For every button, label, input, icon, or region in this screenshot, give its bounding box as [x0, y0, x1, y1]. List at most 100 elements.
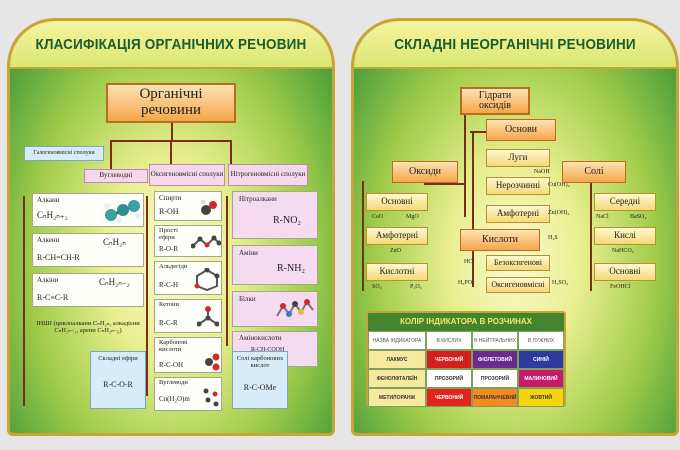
indicator-color-cell: ПРОЗОРИЙ [472, 369, 518, 388]
indicator-color-cell: СИНІЙ [518, 350, 564, 369]
alkanes-card: Алкани CₙH₂ₙ₊₂ [32, 193, 144, 227]
alkanes-label: Алкани [37, 196, 60, 204]
connector [170, 140, 172, 175]
connector [146, 196, 148, 396]
amines-card: Аміни R-NH₂ [232, 245, 318, 285]
middle-salts-box: Середні [594, 193, 656, 211]
esters-card: Складні ефіри R-C-O-R [90, 351, 146, 409]
connector [464, 105, 466, 217]
acidic-salts-box: Кислі [594, 227, 656, 245]
carboxylic-acids-formula: R-C-OH [159, 361, 184, 369]
carboxylate-salts-label: Солі карбонових кислот [236, 355, 284, 369]
oxygen-compounds-header: Оксигеновмісні сполуки [149, 164, 225, 186]
alkynes-structure: R-C≡C-R [37, 293, 69, 302]
other-hydrocarbons: ІНШІ (циклоалкани CₙH₂ₙ, алкадієни CₙH₂ₙ… [36, 320, 140, 334]
alkynes-label: Алкіни [37, 276, 59, 284]
aldehydes-label: Альдегіди [159, 263, 188, 270]
connector [472, 237, 474, 287]
carbohydrates-card: Вуглеводи Cn(H₂O)m [154, 377, 222, 411]
right-banner: СКЛАДНІ НЕОРГАНІЧНІ РЕЧОВИНИ [354, 21, 676, 69]
alkynes-formula: CₙH₂ₙ₋₂ [99, 277, 130, 287]
amines-label: Аміни [239, 249, 258, 257]
connector [362, 181, 364, 291]
indicator-table-title: КОЛІР ІНДИКАТОРА В РОЗЧИНАХ [400, 316, 532, 326]
carboxylic-acids-label: Карбонові кислоти [159, 339, 188, 353]
left-title: КЛАСИФІКАЦІЯ ОРГАНІЧНИХ РЕЧОВИН [35, 36, 307, 53]
oxygen-free-example: HCl [464, 259, 475, 265]
indicator-name-cell: ФЕНОЛФТАЛЕЇН [368, 369, 426, 388]
indicator-header-cell: В ЛУЖНИХ [518, 331, 564, 350]
indicator-color-cell: ЧЕРВОНИЙ [426, 388, 472, 407]
amphoteric-hydroxide-example: Zn(OH)₂ [548, 210, 570, 216]
alcohols-label: Спирти [159, 194, 182, 202]
ketones-label: Кетони [159, 301, 179, 308]
indicator-color-cell: ФІОЛЕТОВИЙ [472, 350, 518, 369]
amines-formula: R-NH₂ [277, 263, 305, 274]
oxygen-acid-example-2: H₂SO₄ [552, 280, 569, 286]
acidic-salt-example: NaHCO₃ [612, 248, 634, 254]
inorganic-board: СКЛАДНІ НЕОРГАНІЧНІ РЕЧОВИНИ Гідрати окс… [351, 18, 679, 436]
oxides-box: Оксиди [392, 161, 458, 183]
hydrocarbons-header: Вуглеводні [84, 169, 148, 183]
indicator-name-cell: МЕТИЛОРАНЖ [368, 388, 426, 407]
indicator-header-cell: НАЗВА ІНДИКАТОРА [368, 331, 426, 350]
alkynes-card: Алкіни CₙH₂ₙ₋₂ R-C≡C-R [32, 273, 144, 307]
indicator-color-cell: ПРОЗОРИЙ [426, 369, 472, 388]
alkenes-card: Алкени CₙH₂ₙ R-CH=CH-R [32, 233, 144, 267]
proteins-label: Білки [239, 295, 256, 303]
carbohydrates-label: Вуглеводи [159, 379, 188, 386]
basic-oxide-example-1: CaO [372, 214, 383, 220]
aldehydes-formula: R-C-H [159, 281, 179, 289]
connector [23, 196, 25, 406]
insoluble-example: Cu(OH)₂ [548, 182, 570, 188]
basic-salt-example: FeOHCl [610, 284, 631, 290]
nitroalkanes-card: Нітроалкани R-NO₂ [232, 191, 318, 239]
acidic-oxides-box: Кислотні [366, 263, 428, 281]
alkanes-formula: CₙH₂ₙ₊₂ [37, 210, 68, 220]
basic-salts-box: Основні [594, 263, 656, 281]
oxygen-acids-box: Оксигеновмісні [486, 277, 550, 293]
acids-box: Кислоти [460, 229, 540, 251]
acidic-oxide-example-1: SO₂ [372, 284, 382, 290]
ethers-formula: R-O-R [159, 245, 179, 253]
indicator-color-cell: ЧЕРВОНИЙ [426, 350, 472, 369]
connector [226, 196, 228, 346]
root-box: Органічні речовини [106, 83, 236, 123]
amphoteric-oxides-box: Амфотерні [366, 227, 428, 245]
carboxylate-salts-card: Солі карбонових кислот R-C-OMe [232, 351, 288, 409]
alkane-molecule-icon [104, 200, 141, 223]
bases-box: Основи [486, 119, 556, 141]
ketones-card: Кетони R-C-R [154, 299, 222, 333]
acids-example: H₂S [548, 235, 558, 241]
alcohol-molecule-icon [200, 199, 217, 215]
esters-label: Складні ефіри [98, 355, 138, 362]
left-banner: КЛАСИФІКАЦІЯ ОРГАНІЧНИХ РЕЧОВИН [10, 21, 332, 69]
alkalis-box: Луги [486, 149, 550, 167]
nitroalkanes-formula: R-NO₂ [273, 215, 301, 226]
ketone-molecule-icon [197, 306, 219, 327]
organic-board: КЛАСИФІКАЦІЯ ОРГАНІЧНИХ РЕЧОВИН Органічн… [7, 18, 335, 436]
carbohydrates-formula: Cn(H₂O)m [159, 395, 190, 403]
salts-box: Солі [562, 161, 626, 183]
alcohols-card: Спирти R-OH [154, 191, 222, 221]
basic-oxide-example-2: MgO [406, 214, 419, 220]
amphoteric-oxide-example: ZnO [390, 248, 401, 254]
aldehydes-card: Альдегіди R-C-H [154, 261, 222, 295]
indicator-table: КОЛІР ІНДИКАТОРА В РОЗЧИНАХ НАЗВА ІНДИКА… [366, 311, 566, 407]
carboxylate-salts-formula: R-C-OMe [243, 382, 277, 392]
amino-acids-card: Амінокислоти R-CH-COOH NH₂ [232, 331, 318, 367]
halogen-box: Галогеновмісні сполуки [24, 146, 104, 161]
hydrates-box: Гідрати оксидів [460, 87, 530, 115]
alkalis-example: NaOH [534, 169, 550, 175]
right-title: СКЛАДНІ НЕОРГАНІЧНІ РЕЧОВИНИ [394, 36, 636, 53]
esters-formula: R-C-O-R [103, 379, 133, 389]
indicator-name-cell: ЛАКМУС [368, 350, 426, 369]
ether-molecule-icon [191, 235, 221, 249]
alkenes-structure: R-CH=CH-R [37, 253, 80, 262]
aldehyde-molecule-icon [194, 268, 220, 292]
connector [230, 140, 232, 175]
indicator-header-cell: В НЕЙТРАЛЬНИХ [472, 331, 518, 350]
indicator-header-cell: В КИСЛИХ [426, 331, 472, 350]
amino-acids-formula: R-CH-COOH [251, 347, 285, 353]
indicator-color-cell: МАЛИНОВИЙ [518, 369, 564, 388]
